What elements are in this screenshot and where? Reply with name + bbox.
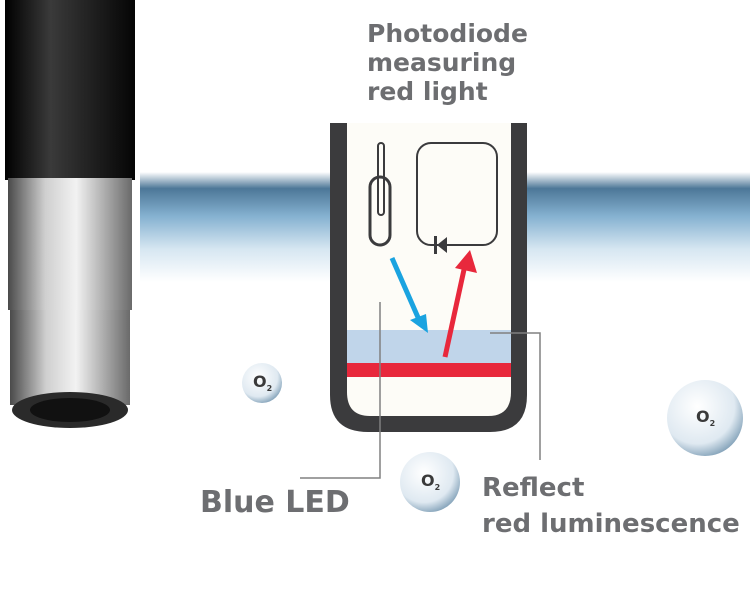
diode-symbol-icon [434, 236, 447, 254]
o2-subscript: 2 [709, 419, 716, 429]
blue-led-leader-line [300, 302, 381, 479]
o2-symbol: O [696, 407, 710, 426]
o2-bubble-label: O2 [696, 407, 715, 428]
red-light-arrow [442, 250, 477, 358]
o2-subscript: 2 [266, 384, 273, 394]
o2-bubble-label: O2 [421, 471, 440, 492]
photodiode-icon [416, 142, 498, 246]
photodiode-label-line: Photodiode [367, 19, 528, 48]
blue-light-arrow [389, 256, 428, 333]
o2-subscript: 2 [434, 483, 441, 493]
o2-symbol: O [421, 471, 435, 490]
luminescent-layer [347, 363, 511, 377]
blue-led-icon [368, 142, 392, 247]
photodiode-label: Photodiode measuring red light [367, 19, 528, 106]
reflect-label-line: red luminescence [482, 509, 740, 540]
photodiode-label-line: red light [367, 76, 488, 106]
o2-bubble [667, 380, 743, 456]
sensing-layer [347, 330, 511, 363]
o2-symbol: O [253, 372, 267, 391]
photodiode-label-line: measuring [367, 47, 517, 77]
probe [5, 0, 135, 428]
sensor-cup [330, 123, 527, 432]
o2-bubble [400, 452, 460, 512]
o2-bubble-label: O2 [253, 372, 272, 393]
blue-led-label: Blue LED [200, 485, 350, 520]
reflect-leader-line [490, 332, 541, 460]
reflect-label-line: Reflect [482, 473, 585, 503]
reflect-label: Reflect red luminescence [482, 470, 740, 543]
o2-bubble [242, 363, 282, 403]
